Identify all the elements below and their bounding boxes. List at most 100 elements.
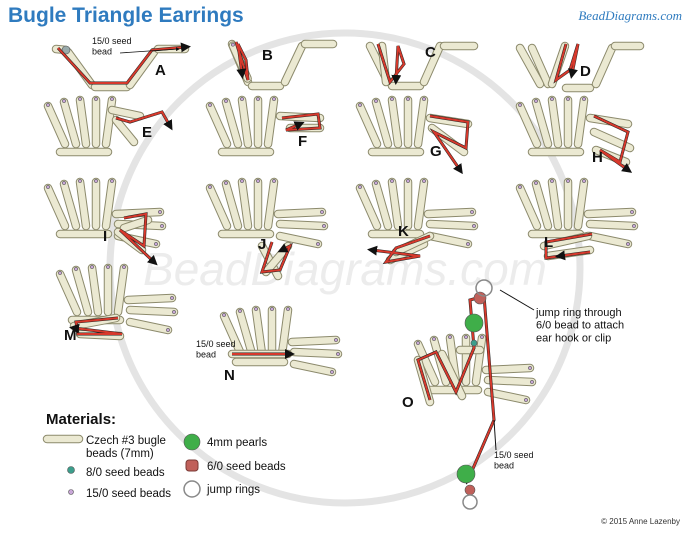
step-label-n: N xyxy=(224,367,235,384)
bugle-bead xyxy=(205,101,232,149)
step-label-b: B xyxy=(262,47,273,64)
seed-15-bead xyxy=(106,265,110,269)
seed-bead-pointer-a xyxy=(119,47,180,54)
seed-15-bead xyxy=(316,242,320,246)
bugle-bead xyxy=(355,101,382,149)
bugle-body xyxy=(388,178,402,230)
bugle-body xyxy=(60,98,80,148)
seed-15-bead xyxy=(518,103,522,107)
pearl-bead xyxy=(464,313,484,333)
seed-15-bead xyxy=(160,224,164,228)
bugle-bead xyxy=(547,95,563,149)
bugle-body xyxy=(426,232,472,248)
bugle-bead xyxy=(289,347,343,359)
thread-g xyxy=(429,115,470,175)
jump-ring xyxy=(462,494,478,510)
seed-15-bead xyxy=(406,179,410,183)
bugle-bead xyxy=(425,113,473,129)
bugle-body xyxy=(278,306,292,358)
material-6-0-label: 6/0 seed beads xyxy=(207,461,286,473)
bugle-bead xyxy=(219,311,246,359)
bugle-bead xyxy=(287,335,341,347)
seed-15-bead xyxy=(358,103,362,107)
bugle-bead xyxy=(43,183,70,231)
seed-15-bead xyxy=(528,366,532,370)
small-seed-bead-icon xyxy=(68,489,74,495)
step-label-h: H xyxy=(592,149,603,166)
jump-ring-note-line: jump ring through xyxy=(535,307,622,319)
seed-15-bead xyxy=(170,296,174,300)
seed-15-bead xyxy=(322,224,326,228)
bugle-body xyxy=(414,96,428,148)
seed-15-bead xyxy=(464,335,468,339)
seed-15-bead xyxy=(256,179,260,183)
bugle-body xyxy=(426,220,478,230)
bugle-body xyxy=(206,102,231,148)
bugle-bead xyxy=(111,207,165,219)
bugle-bead xyxy=(531,179,553,231)
bugle-body xyxy=(420,42,444,86)
seed-15-bead xyxy=(582,179,586,183)
seed-15-bead xyxy=(336,352,340,356)
seed-15-bead xyxy=(222,313,226,317)
seed-15-bead xyxy=(406,97,410,101)
bugle-body xyxy=(482,364,534,374)
bugle-bead xyxy=(59,179,81,231)
bugle-bead xyxy=(125,317,173,335)
bugle-body xyxy=(276,232,322,248)
bugle-body xyxy=(76,96,90,148)
seed-15-bead xyxy=(172,310,176,314)
bugle-body xyxy=(88,264,102,316)
step-label-l: L xyxy=(544,234,553,251)
bugle-body xyxy=(112,208,164,218)
bugle-bead xyxy=(355,183,382,231)
seed-15-bead xyxy=(90,265,94,269)
thread-m xyxy=(69,317,123,335)
bugle-bead xyxy=(471,333,487,387)
bugle-bead xyxy=(273,207,327,219)
thread-k xyxy=(367,235,431,264)
bugle-bead xyxy=(543,245,595,261)
seed-15-bead xyxy=(374,181,378,185)
seed-bead-label-a-line: 15/0 seed xyxy=(92,36,132,46)
seed-15-bead xyxy=(534,99,538,103)
bugle-body xyxy=(126,318,172,334)
bugle-body xyxy=(484,388,530,404)
bugle-body xyxy=(206,184,231,230)
seed-15-bead xyxy=(550,97,554,101)
seed-15-bead xyxy=(110,179,114,183)
bugle-body xyxy=(372,98,392,148)
seed-15-bead xyxy=(422,97,426,101)
seed-bead-label-a-line: bead xyxy=(92,46,112,56)
bugle-body xyxy=(222,98,242,148)
bugle-bead xyxy=(237,177,253,231)
seed-15-bead xyxy=(374,99,378,103)
bugle-bead xyxy=(235,307,257,359)
bugle-bead xyxy=(111,115,139,147)
bugle-body xyxy=(592,44,616,88)
seed-15-bead xyxy=(254,307,258,311)
bugle-body xyxy=(516,102,541,148)
seed-15-bead xyxy=(74,267,78,271)
seed-15-bead xyxy=(224,99,228,103)
bugle-bead xyxy=(387,177,403,231)
watermark-text: BeadDiagrams.com xyxy=(143,243,547,295)
jump-ring xyxy=(475,279,493,297)
bugle-body xyxy=(548,96,562,148)
bugle-body xyxy=(290,360,336,376)
seed-15-bead xyxy=(524,398,528,402)
bugle-body xyxy=(532,98,552,148)
bugle-bead xyxy=(413,339,440,387)
seed-bead-label-n-line: bead xyxy=(196,349,216,359)
seed-6-bead xyxy=(473,291,487,305)
seed-15-bead xyxy=(480,335,484,339)
bugle-bead xyxy=(277,305,293,359)
seed-8-bead xyxy=(61,45,71,55)
seed-15-bead xyxy=(630,210,634,214)
thread-d xyxy=(554,43,579,83)
seed-15-bead xyxy=(358,185,362,189)
bugle-body xyxy=(574,178,588,230)
seed-15-bead xyxy=(231,42,235,47)
seed-15-bead xyxy=(78,97,82,101)
seed-15-bead xyxy=(62,181,66,185)
